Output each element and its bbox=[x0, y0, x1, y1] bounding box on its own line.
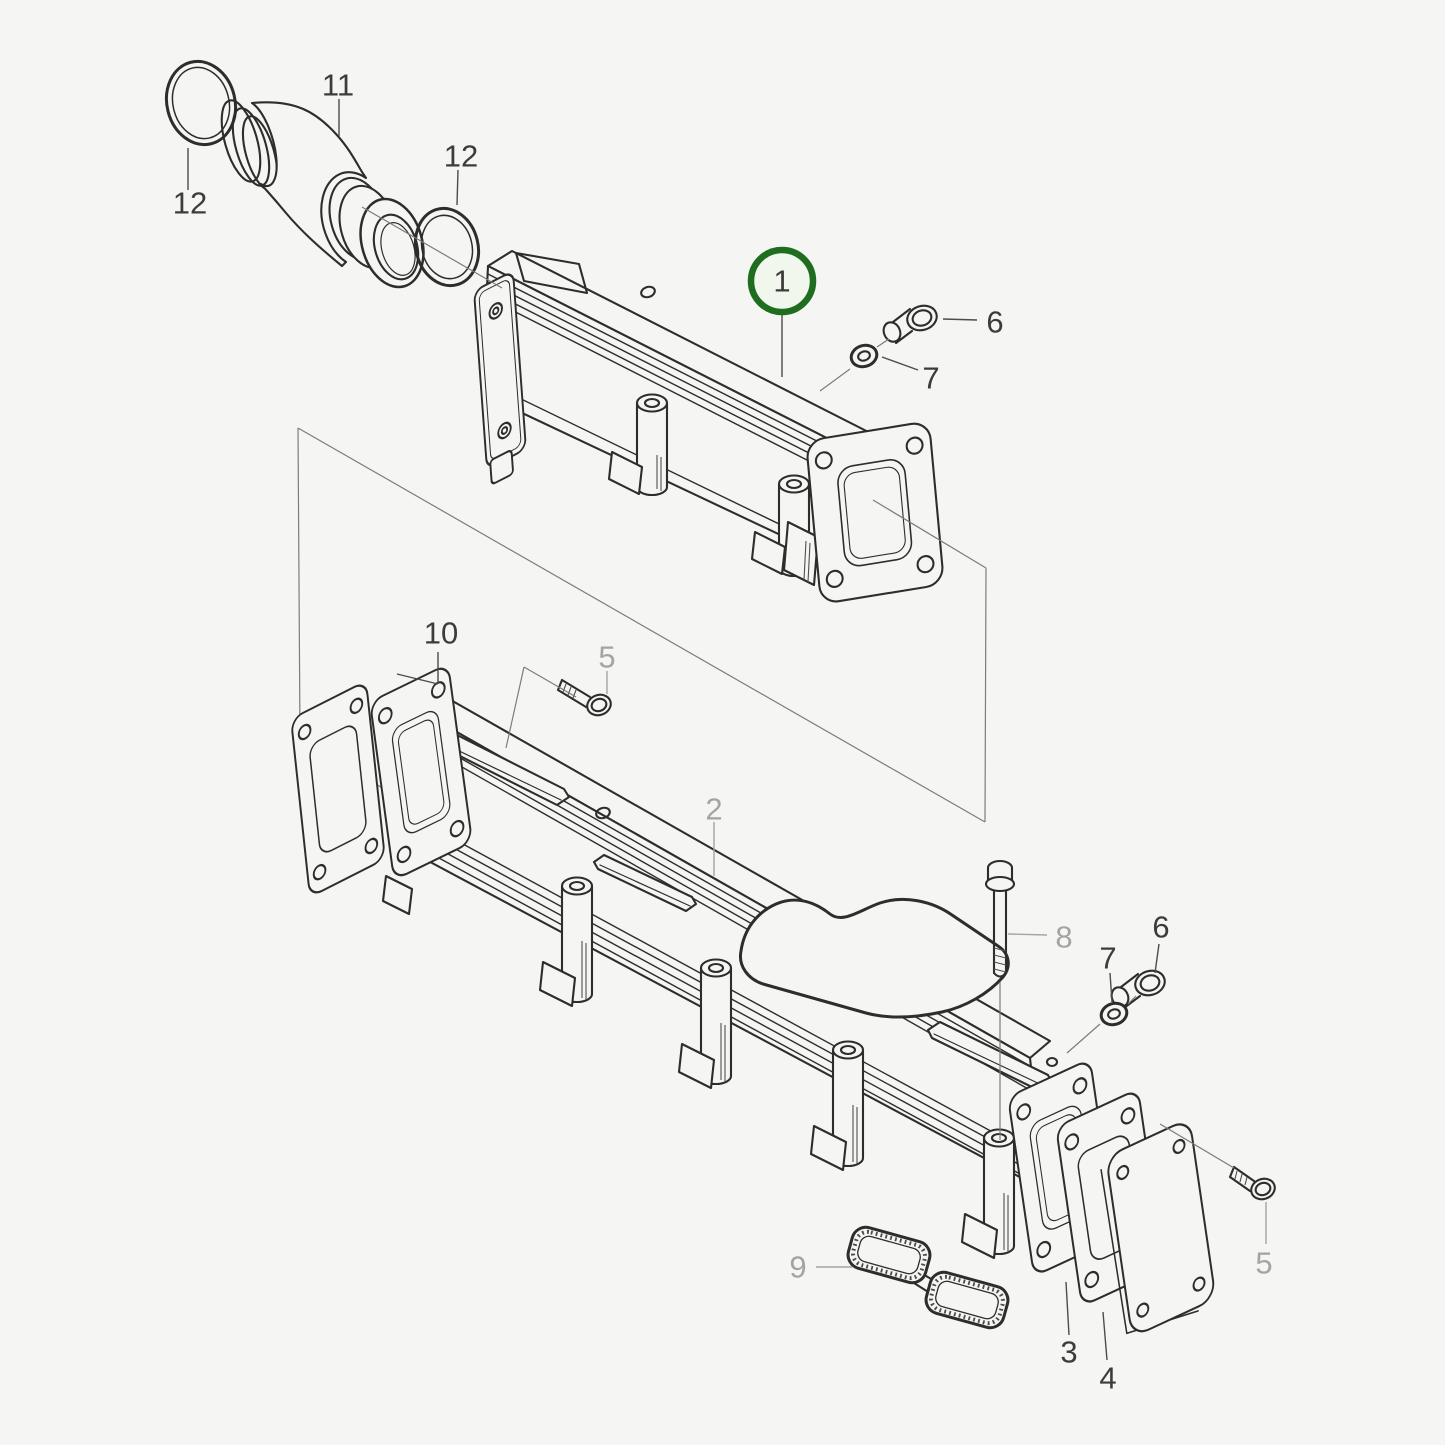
callout-number-5: 5 bbox=[1255, 1246, 1272, 1281]
part-12-oring-left bbox=[164, 59, 238, 147]
part-5-bolt-upper bbox=[556, 678, 612, 717]
assembly-guide-lines bbox=[361, 206, 1235, 1169]
callout-number-10: 10 bbox=[424, 616, 458, 651]
callout-9[interactable]: 9 bbox=[789, 1250, 806, 1285]
part-11-connector-pipe bbox=[220, 99, 425, 289]
callout-number-3: 3 bbox=[1060, 1335, 1077, 1370]
guide-plane-left-edge bbox=[297, 427, 301, 738]
mounting-posts bbox=[538, 876, 1016, 1260]
callout-number-11: 11 bbox=[322, 68, 354, 103]
part-8-long-bolt bbox=[984, 859, 1016, 978]
callout-number-12: 12 bbox=[444, 139, 478, 174]
callout-number-1: 1 bbox=[773, 264, 790, 299]
part-1-egr-cooler-upper[interactable] bbox=[473, 249, 944, 604]
guide-plane-top-edge bbox=[872, 499, 987, 569]
leader-lines bbox=[187, 99, 1267, 1361]
callout-6[interactable]: 6 bbox=[1152, 910, 1169, 945]
callout-number-7: 7 bbox=[922, 361, 939, 396]
cooler-upper-outlet-flange bbox=[806, 422, 944, 603]
callout-number-5: 5 bbox=[598, 640, 615, 675]
guide-plane-right-edge bbox=[984, 567, 987, 823]
callout-5[interactable]: 5 bbox=[598, 640, 615, 675]
callout-4[interactable]: 4 bbox=[1099, 1361, 1116, 1396]
part-6-plug-upper bbox=[882, 304, 938, 345]
leader-c6a bbox=[942, 318, 978, 321]
callout-10[interactable]: 10 bbox=[424, 616, 458, 651]
callout-number-12: 12 bbox=[173, 186, 207, 221]
leader-c12b bbox=[456, 169, 459, 206]
callout-7[interactable]: 7 bbox=[922, 361, 939, 396]
callout-number-6: 6 bbox=[1152, 910, 1169, 945]
callout-3[interactable]: 3 bbox=[1060, 1335, 1077, 1370]
callout-12[interactable]: 12 bbox=[173, 186, 207, 221]
clamp-rail bbox=[445, 734, 1054, 1093]
selected-part-highlight-ring bbox=[747, 246, 817, 316]
callout-5[interactable]: 5 bbox=[1255, 1246, 1272, 1281]
callout-12[interactable]: 12 bbox=[444, 139, 478, 174]
part-7-seal-ring-upper bbox=[849, 343, 879, 369]
guide-plug6b-axis-1 bbox=[1066, 1023, 1101, 1054]
callout-2[interactable]: 2 bbox=[705, 792, 722, 827]
callout-number-7: 7 bbox=[1099, 941, 1116, 976]
leader-c10 bbox=[396, 673, 439, 685]
leader-c4 bbox=[1102, 1311, 1108, 1361]
part-6-plug-lower bbox=[1110, 969, 1166, 1010]
leader-c6b bbox=[1154, 943, 1160, 974]
callout-number-4: 4 bbox=[1099, 1361, 1116, 1396]
part-2-egr-cooler-assembly bbox=[370, 667, 1116, 1273]
callout-8[interactable]: 8 bbox=[1055, 920, 1072, 955]
part-5-bolt-lower bbox=[1228, 1165, 1276, 1201]
guide-bolt5a-axis-1 bbox=[505, 666, 525, 749]
part-10-inlet-gasket bbox=[291, 684, 385, 894]
callout-1[interactable]: 1 bbox=[747, 246, 817, 316]
part-9-gasket-pair bbox=[846, 1225, 1010, 1330]
guide-plug6a-axis-1 bbox=[819, 368, 851, 392]
guide-bolt5b-axis bbox=[1159, 1123, 1235, 1169]
part-4-end-cover-plate bbox=[1100, 1123, 1215, 1335]
callout-7[interactable]: 7 bbox=[1099, 941, 1116, 976]
guide-plane-diagonal bbox=[297, 427, 986, 823]
guide-bolt5a-axis-2 bbox=[523, 666, 577, 698]
leader-c7a bbox=[881, 356, 919, 371]
callout-number-8: 8 bbox=[1055, 920, 1072, 955]
leader-c8 bbox=[1007, 933, 1048, 936]
leader-c7b bbox=[1109, 972, 1113, 1003]
cooler-top-cover bbox=[738, 897, 1010, 1019]
guide-plug6a-axis-2 bbox=[876, 338, 890, 348]
cooler-upper-left-plate bbox=[473, 273, 527, 485]
part-7-seal-ring-lower bbox=[1099, 1001, 1129, 1027]
leader-c3 bbox=[1065, 1281, 1070, 1336]
callout-number-9: 9 bbox=[789, 1250, 806, 1285]
callout-number-2: 2 bbox=[705, 792, 722, 827]
callout-11[interactable]: 11 bbox=[322, 68, 354, 103]
part-12-oring-right bbox=[413, 206, 481, 288]
guide-plug6b-axis-2 bbox=[1127, 995, 1137, 1005]
callout-6[interactable]: 6 bbox=[986, 305, 1003, 340]
callout-number-6: 6 bbox=[986, 305, 1003, 340]
cooler-left-flange bbox=[370, 667, 472, 877]
guide-pipe-axis bbox=[361, 206, 503, 289]
